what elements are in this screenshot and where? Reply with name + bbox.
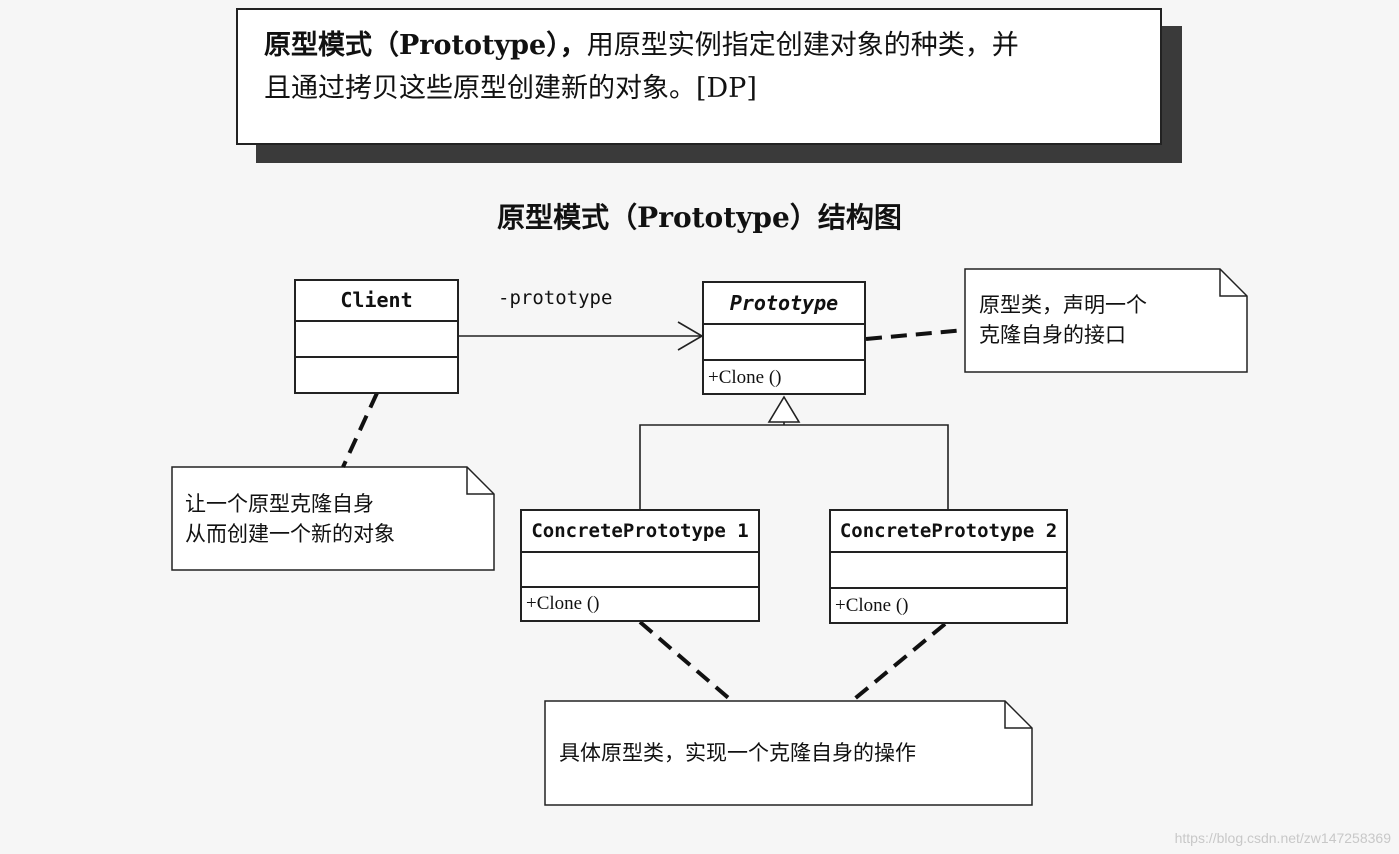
client-note-anchor	[341, 392, 379, 468]
concrete-prototype-1-clone-operation: +Clone ()	[522, 586, 758, 620]
prototype-clone-operation: +Clone ()	[704, 359, 864, 395]
concrete-prototype-2-clone-operation: +Clone ()	[831, 587, 1066, 622]
generalization-triangle	[767, 395, 801, 423]
prototype-note-shape	[964, 268, 1248, 373]
association-label: -prototype	[498, 287, 613, 309]
prototype-note-line-2: 克隆自身的接口	[979, 323, 1126, 347]
generalization-branch	[639, 424, 949, 509]
client-note-line-1: 让一个原型克隆自身	[185, 492, 374, 516]
concrete-prototype-2-attributes	[831, 551, 1066, 587]
concrete-prototype-2-name: ConcretePrototype 2	[839, 520, 1058, 542]
client-note-line-2: 从而创建一个新的对象	[185, 522, 395, 546]
client-note: 让一个原型克隆自身 从而创建一个新的对象	[185, 489, 395, 549]
concrete-prototype-1-attributes	[522, 551, 758, 586]
watermark-url: https://blog.csdn.net/zw147258369	[1174, 830, 1391, 846]
client-class-name: Client	[340, 288, 413, 312]
definition-term: 原型模式（Prototype），	[264, 30, 587, 61]
concrete-prototype-2-class: ConcretePrototype 2 +Clone ()	[829, 509, 1068, 624]
client-attributes	[296, 320, 457, 356]
prototype-class-name: Prototype	[729, 291, 839, 315]
concrete-note-fold	[1004, 701, 1032, 729]
prototype-attributes	[704, 323, 864, 359]
definition-line-1: 原型模式（Prototype），用原型实例指定创建对象的种类，并	[264, 24, 1136, 67]
concrete2-note-anchor	[850, 622, 947, 703]
prototype-note-line-1: 原型类，声明一个	[979, 293, 1147, 317]
client-note-fold	[466, 467, 494, 495]
client-class: Client	[294, 279, 459, 394]
prototype-note: 原型类，声明一个 克隆自身的接口	[979, 290, 1147, 350]
client-operations	[296, 356, 457, 392]
definition-line-2: 且通过拷贝这些原型创建新的对象。[DP]	[264, 73, 757, 104]
concrete1-note-anchor	[638, 620, 734, 703]
definition-text-1: 用原型实例指定创建对象的种类，并	[586, 30, 1019, 61]
concrete-prototype-1-name: ConcretePrototype 1	[531, 520, 749, 542]
prototype-class: Prototype +Clone ()	[702, 281, 866, 395]
concrete-prototype-1-class: ConcretePrototype 1 +Clone ()	[520, 509, 760, 622]
concrete-note-line-1: 具体原型类，实现一个克隆自身的操作	[559, 741, 916, 765]
prototype-note-anchor	[865, 328, 966, 341]
diagram-title: 原型模式（Prototype）结构图	[497, 201, 902, 234]
client-note-shape	[171, 466, 495, 571]
prototype-note-fold	[1219, 269, 1247, 297]
concrete-note: 具体原型类，实现一个克隆自身的操作	[559, 738, 916, 768]
concrete-note-shape	[544, 700, 1033, 806]
definition-box: 原型模式（Prototype），用原型实例指定创建对象的种类，并 且通过拷贝这些…	[236, 8, 1162, 145]
